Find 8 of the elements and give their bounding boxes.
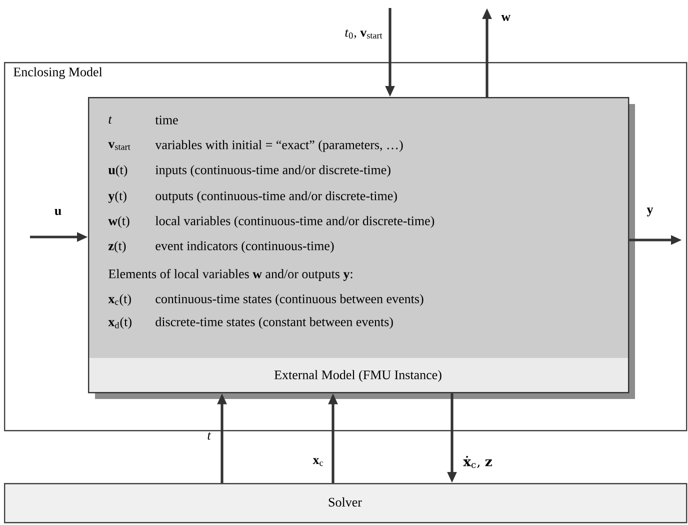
edge-label: w — [501, 14, 511, 22]
edge-label: x$_{c}$ — [312, 458, 324, 466]
edge-label: u — [54, 208, 62, 216]
edge-label: t$_{0}$, v$_{start}$ — [345, 29, 382, 39]
edge-label: ẋ$_{c}$, z — [463, 456, 492, 468]
edge-label: y — [646, 208, 654, 216]
edge-label: t — [208, 432, 212, 440]
solver-box: Solver — [4, 483, 688, 524]
